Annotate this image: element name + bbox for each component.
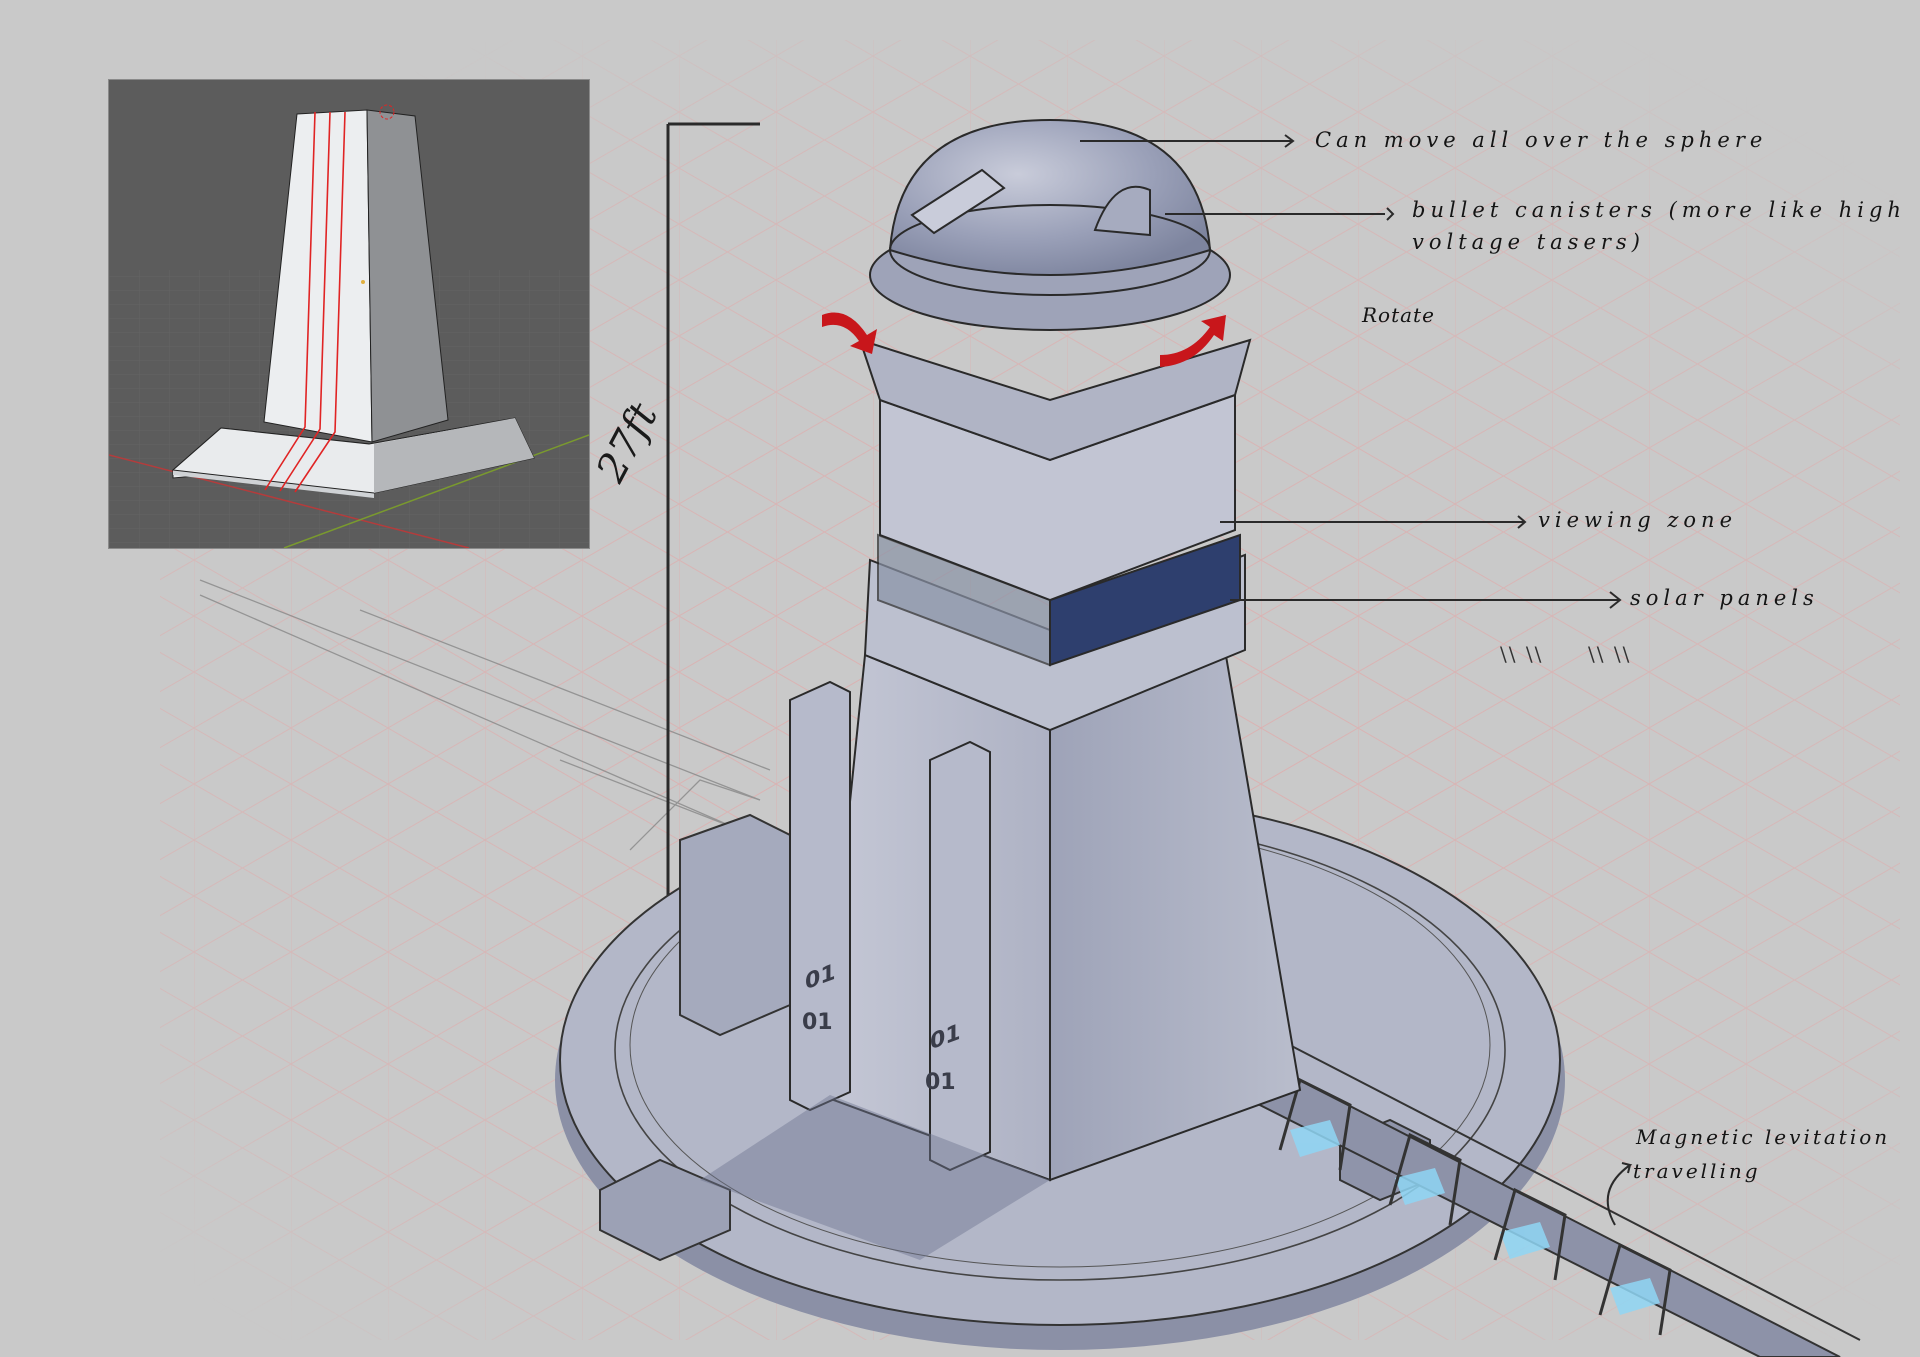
maglev-track: [1228, 1039, 1861, 1357]
inset-3d-viewport: [108, 79, 590, 549]
annotation-maglev-line2: travelling: [1633, 1159, 1761, 1183]
annotation-solar-panels: solar panels: [1630, 586, 1819, 610]
annotation-canisters-line2: voltage tasers): [1412, 230, 1645, 254]
annotation-maglev-line1: Magnetic levitation: [1636, 1125, 1891, 1149]
annotation-dome: Can move all over the sphere: [1315, 128, 1768, 152]
hatch-marks-1: \\ \\: [1500, 642, 1544, 666]
pillar-label: 01: [925, 1070, 956, 1095]
hatch-marks-2: \\ \\: [1588, 642, 1632, 666]
annotation-viewing-zone: viewing zone: [1538, 508, 1738, 532]
tower-body: [789, 118, 1302, 1182]
annotation-rotate: Rotate: [1362, 303, 1435, 327]
annotation-canisters-line1: bullet canisters (more like high: [1412, 198, 1906, 222]
pillar-blockout: [109, 104, 589, 548]
leader-lines: [1080, 134, 1633, 1226]
tower-shadow: [700, 1095, 1050, 1260]
pillar-label: 01: [802, 1010, 833, 1035]
rotate-arrows: [822, 312, 1226, 367]
